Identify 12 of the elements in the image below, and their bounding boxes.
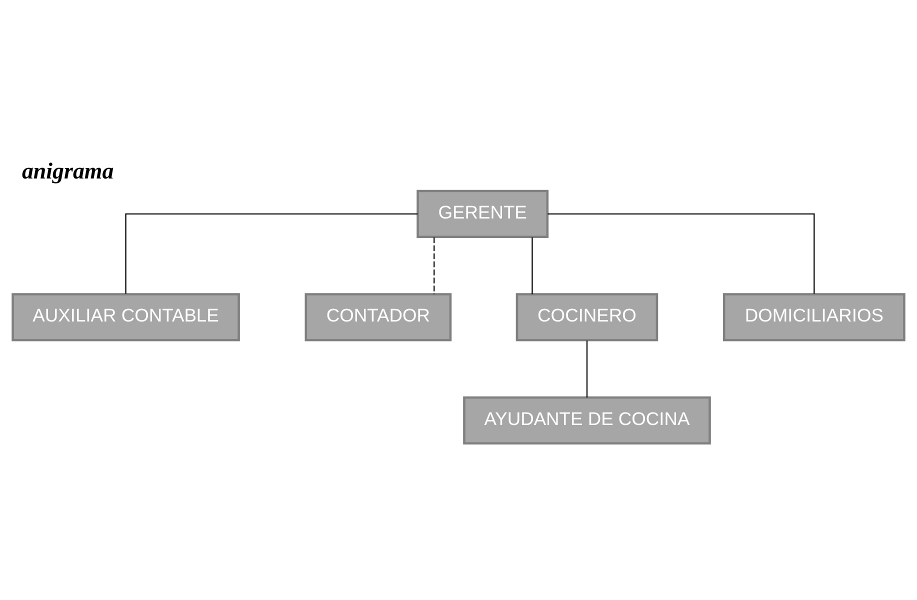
connector	[548, 213, 815, 294]
connector	[125, 213, 418, 294]
node-box: COCINERO	[516, 293, 658, 342]
node-box: AYUDANTE DE COCINA	[463, 396, 711, 445]
connector	[532, 237, 533, 294]
node-box: CONTADOR	[304, 293, 452, 342]
node-box: GERENTE	[416, 190, 549, 238]
node-box: DOMICILIARIOS	[722, 293, 906, 342]
diagram-title: anigrama	[22, 158, 114, 184]
connector	[586, 340, 588, 398]
node-box: AUXILIAR CONTABLE	[12, 293, 240, 342]
connector	[434, 237, 435, 294]
